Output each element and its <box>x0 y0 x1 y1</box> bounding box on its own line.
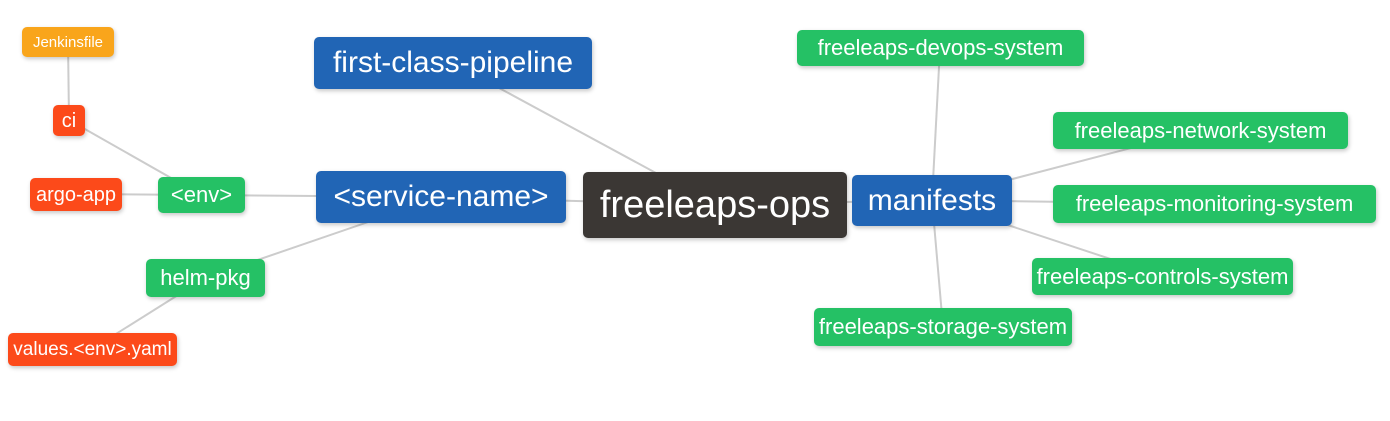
mindmap-node-freeleaps-monitoring-system[interactable]: freeleaps-monitoring-system <box>1053 185 1376 223</box>
mindmap-node-freeleaps-devops-system[interactable]: freeleaps-devops-system <box>797 30 1084 66</box>
mindmap-node-jenkinsfile[interactable]: Jenkinsfile <box>22 27 114 57</box>
mindmap-node-service-name[interactable]: <service-name> <box>316 171 566 223</box>
mindmap-node-freeleaps-ops[interactable]: freeleaps-ops <box>583 172 847 238</box>
mindmap-node-helm-pkg[interactable]: helm-pkg <box>146 259 265 297</box>
mindmap-node-freeleaps-network-system[interactable]: freeleaps-network-system <box>1053 112 1348 149</box>
mindmap-node-first-class-pipeline[interactable]: first-class-pipeline <box>314 37 592 89</box>
mindmap-node-ci[interactable]: ci <box>53 105 85 136</box>
mindmap-node-argo-app[interactable]: argo-app <box>30 178 122 211</box>
mindmap-node-freeleaps-controls-system[interactable]: freeleaps-controls-system <box>1032 258 1293 295</box>
mindmap-node-values-env-yaml[interactable]: values.<env>.yaml <box>8 333 177 366</box>
mindmap-node-manifests[interactable]: manifests <box>852 175 1012 226</box>
mindmap-node-env[interactable]: <env> <box>158 177 245 213</box>
mindmap-node-freeleaps-storage-system[interactable]: freeleaps-storage-system <box>814 308 1072 346</box>
